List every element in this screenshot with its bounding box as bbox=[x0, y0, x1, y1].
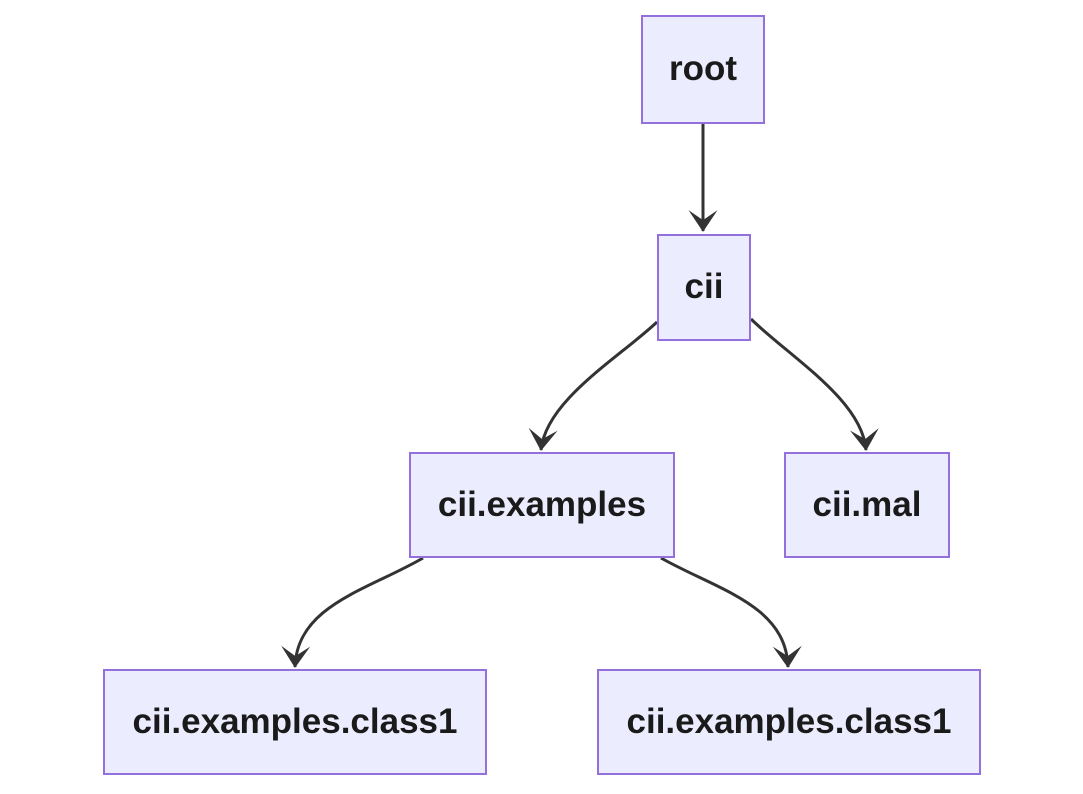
edge-cii-examples-to-class1-left bbox=[281, 556, 424, 668]
node-cii-examples-class1-left: cii.examples.class1 bbox=[103, 669, 487, 775]
node-cii-examples-class1-right: cii.examples.class1 bbox=[597, 669, 981, 775]
node-label: cii.examples bbox=[437, 484, 647, 524]
edge-cii-to-cii-mal bbox=[749, 317, 879, 451]
node-cii-examples: cii.examples bbox=[409, 452, 675, 558]
edge-cii-examples-to-class1-right bbox=[660, 556, 802, 668]
node-label: cii.examples.class1 bbox=[132, 701, 458, 741]
node-label: root bbox=[668, 49, 738, 88]
node-label: cii bbox=[684, 267, 724, 306]
node-cii: cii bbox=[657, 234, 751, 341]
node-label: cii.mal bbox=[812, 484, 922, 524]
node-cii-mal: cii.mal bbox=[784, 452, 950, 558]
edge-cii-to-cii-examples bbox=[528, 320, 659, 451]
node-label: cii.examples.class1 bbox=[626, 701, 952, 741]
node-root: root bbox=[641, 15, 765, 124]
